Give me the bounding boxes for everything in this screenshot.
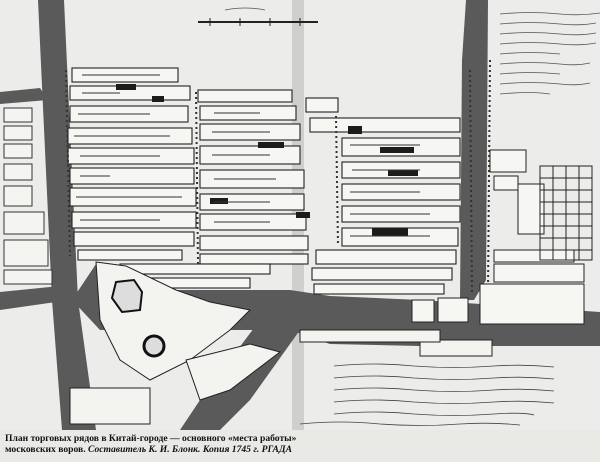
bottom-corner-block: [69, 387, 151, 425]
figure-caption: План торговых рядов в Китай-городе — осн…: [5, 433, 595, 455]
dark-shop-markers: [116, 84, 418, 236]
handwritten-notes-bottom: [299, 363, 555, 426]
caption-line-2: московских воров. Составитель К. И. Блон…: [5, 444, 595, 455]
streets: [0, 0, 600, 430]
street-right: [460, 0, 488, 300]
caption-line-2-text: московских воров.: [5, 444, 89, 455]
caption-line-1: План торговых рядов в Китай-городе — осн…: [5, 433, 297, 444]
scale-bar: [198, 7, 318, 26]
right-blocks: [411, 149, 585, 325]
street-top-left: [0, 88, 48, 104]
right-grid: [539, 165, 593, 261]
bottom-center-blocks: [185, 329, 493, 401]
row-lettering: [74, 74, 430, 237]
trade-rows-plan-map: [0, 0, 600, 430]
left-blocks: [3, 107, 53, 285]
round-building: [142, 334, 166, 358]
street-left: [38, 0, 96, 430]
octagon-building: [110, 278, 144, 314]
row-separators: [65, 59, 491, 293]
bottom-left-block: [69, 261, 252, 425]
caption-line-2-credit: Составитель К. И. Блонк. Копия 1745 г. Р…: [88, 444, 293, 455]
handwritten-notes-top: [499, 12, 600, 95]
street-bottom-left: [0, 286, 70, 310]
trade-rows-right: [305, 97, 461, 295]
